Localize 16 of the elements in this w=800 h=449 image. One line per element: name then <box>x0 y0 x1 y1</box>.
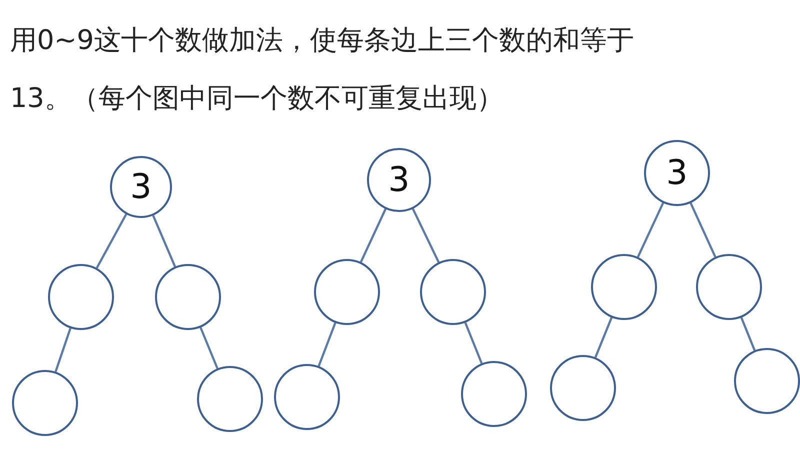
connector-line <box>200 327 218 369</box>
number-circle: 3 <box>110 156 172 218</box>
instruction-text: 用0~9这十个数做加法，使每条边上三个数的和等于13。（每个图中同一个数不可重复出现） <box>10 24 635 116</box>
connector-line <box>54 328 72 372</box>
connector-line <box>594 317 613 358</box>
connector-line <box>690 202 716 258</box>
number-circle: 3 <box>644 140 710 206</box>
connector-line <box>464 322 483 364</box>
connector-line <box>96 214 128 269</box>
connector-line <box>360 208 387 263</box>
connector-line <box>412 208 440 263</box>
connector-line <box>318 322 336 367</box>
connector-line <box>636 202 664 258</box>
connector-line <box>152 215 176 268</box>
connector-line <box>740 317 756 351</box>
number-circle: 3 <box>367 148 431 212</box>
